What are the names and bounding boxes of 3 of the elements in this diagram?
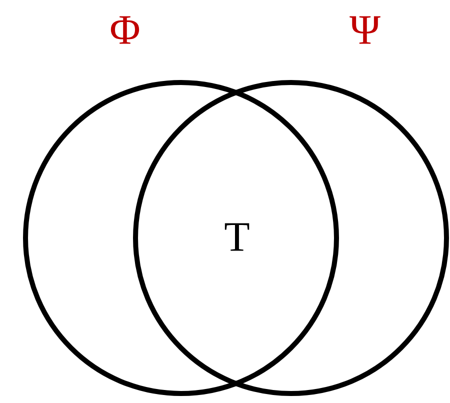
- circle-label: Ψ: [350, 16, 380, 44]
- circle-label: Φ: [110, 16, 140, 44]
- region-label: T: [224, 223, 250, 251]
